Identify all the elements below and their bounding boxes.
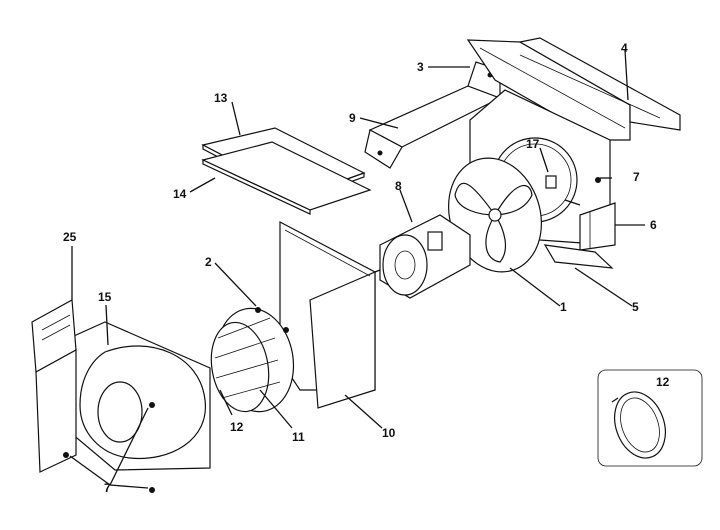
callout-7-top: 7: [633, 170, 640, 184]
side-bracket-6: [579, 202, 616, 251]
blower-wheel-11: [210, 307, 295, 413]
clamp-12-inset: [597, 369, 703, 467]
screws: [63, 177, 601, 493]
callout-4: 4: [621, 41, 628, 55]
callout-25: 25: [63, 230, 77, 244]
callout-11: 11: [292, 430, 305, 444]
callout-14: 14: [173, 187, 187, 201]
callout-12-bottom: 12: [230, 420, 244, 434]
panel-10: [279, 221, 376, 409]
callout-1: 1: [560, 300, 567, 314]
fan-blade-1: [448, 157, 542, 273]
filter-panel-14: [201, 141, 372, 215]
rail-assembly-3-4: [466, 37, 681, 141]
side-bracket-5: [543, 244, 614, 269]
callout-17: 17: [526, 137, 540, 151]
callout-13: 13: [214, 91, 228, 105]
callout-8: 8: [395, 179, 402, 193]
callout-12-inset: 12: [656, 375, 670, 389]
callout-labels: 13 14 9 3 4 17 7 8 6 5 1 25 2 15 12 11 1…: [63, 41, 670, 495]
side-plate-25: [31, 299, 77, 473]
callout-6: 6: [650, 218, 657, 232]
callout-9: 9: [349, 111, 356, 125]
callout-15: 15: [98, 290, 112, 304]
callout-3: 3: [417, 60, 424, 74]
leader-lines: [69, 49, 645, 489]
clip-17: [545, 175, 581, 206]
callout-7-bottom: 7: [104, 481, 111, 495]
motor-8: [289, 214, 471, 306]
callout-5: 5: [632, 300, 639, 314]
callout-2: 2: [205, 255, 212, 269]
blower-housing-15: [64, 321, 211, 471]
callout-10: 10: [382, 426, 396, 440]
